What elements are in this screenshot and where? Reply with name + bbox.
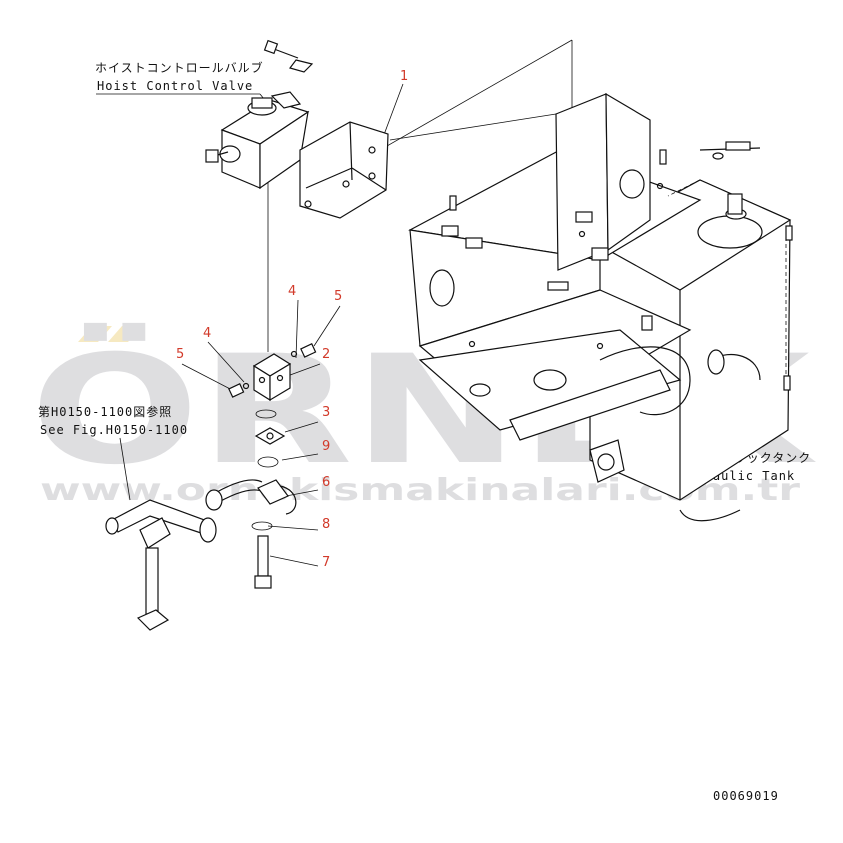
callout-7: 7 xyxy=(322,555,330,570)
hoist-control-valve xyxy=(205,39,314,190)
valve-block xyxy=(228,343,317,402)
see-fig-label-en: See Fig.H0150-1100 xyxy=(40,423,188,437)
callout-5-lower: 5 xyxy=(176,347,184,362)
see-fig-label-jp: 第H0150-1100図参照 xyxy=(38,404,172,419)
hoist-valve-label-jp: ホイストコントロールバルブ xyxy=(95,60,264,75)
callout-4-lower: 4 xyxy=(203,326,211,341)
callout-2: 2 xyxy=(322,347,330,362)
frame-structure xyxy=(389,92,793,441)
callout-6: 6 xyxy=(322,475,330,490)
hoist-valve-label-en: Hoist Control Valve xyxy=(97,79,253,93)
callout-3: 3 xyxy=(322,405,330,420)
callout-5-upper: 5 xyxy=(334,289,342,304)
watermark-accent-right xyxy=(108,326,142,342)
leader-lines xyxy=(96,39,678,567)
fitting-stack xyxy=(205,409,297,589)
callout-1: 1 xyxy=(400,69,408,84)
drawing-number: 00069019 xyxy=(713,789,779,803)
hydraulic-tank xyxy=(588,141,792,522)
callout-8: 8 xyxy=(322,517,330,532)
callout-9: 9 xyxy=(322,439,330,454)
watermark-accent-left xyxy=(78,326,112,342)
callout-4-upper: 4 xyxy=(288,284,296,299)
pipe-assembly xyxy=(105,499,217,631)
mounting-bracket xyxy=(299,121,389,219)
